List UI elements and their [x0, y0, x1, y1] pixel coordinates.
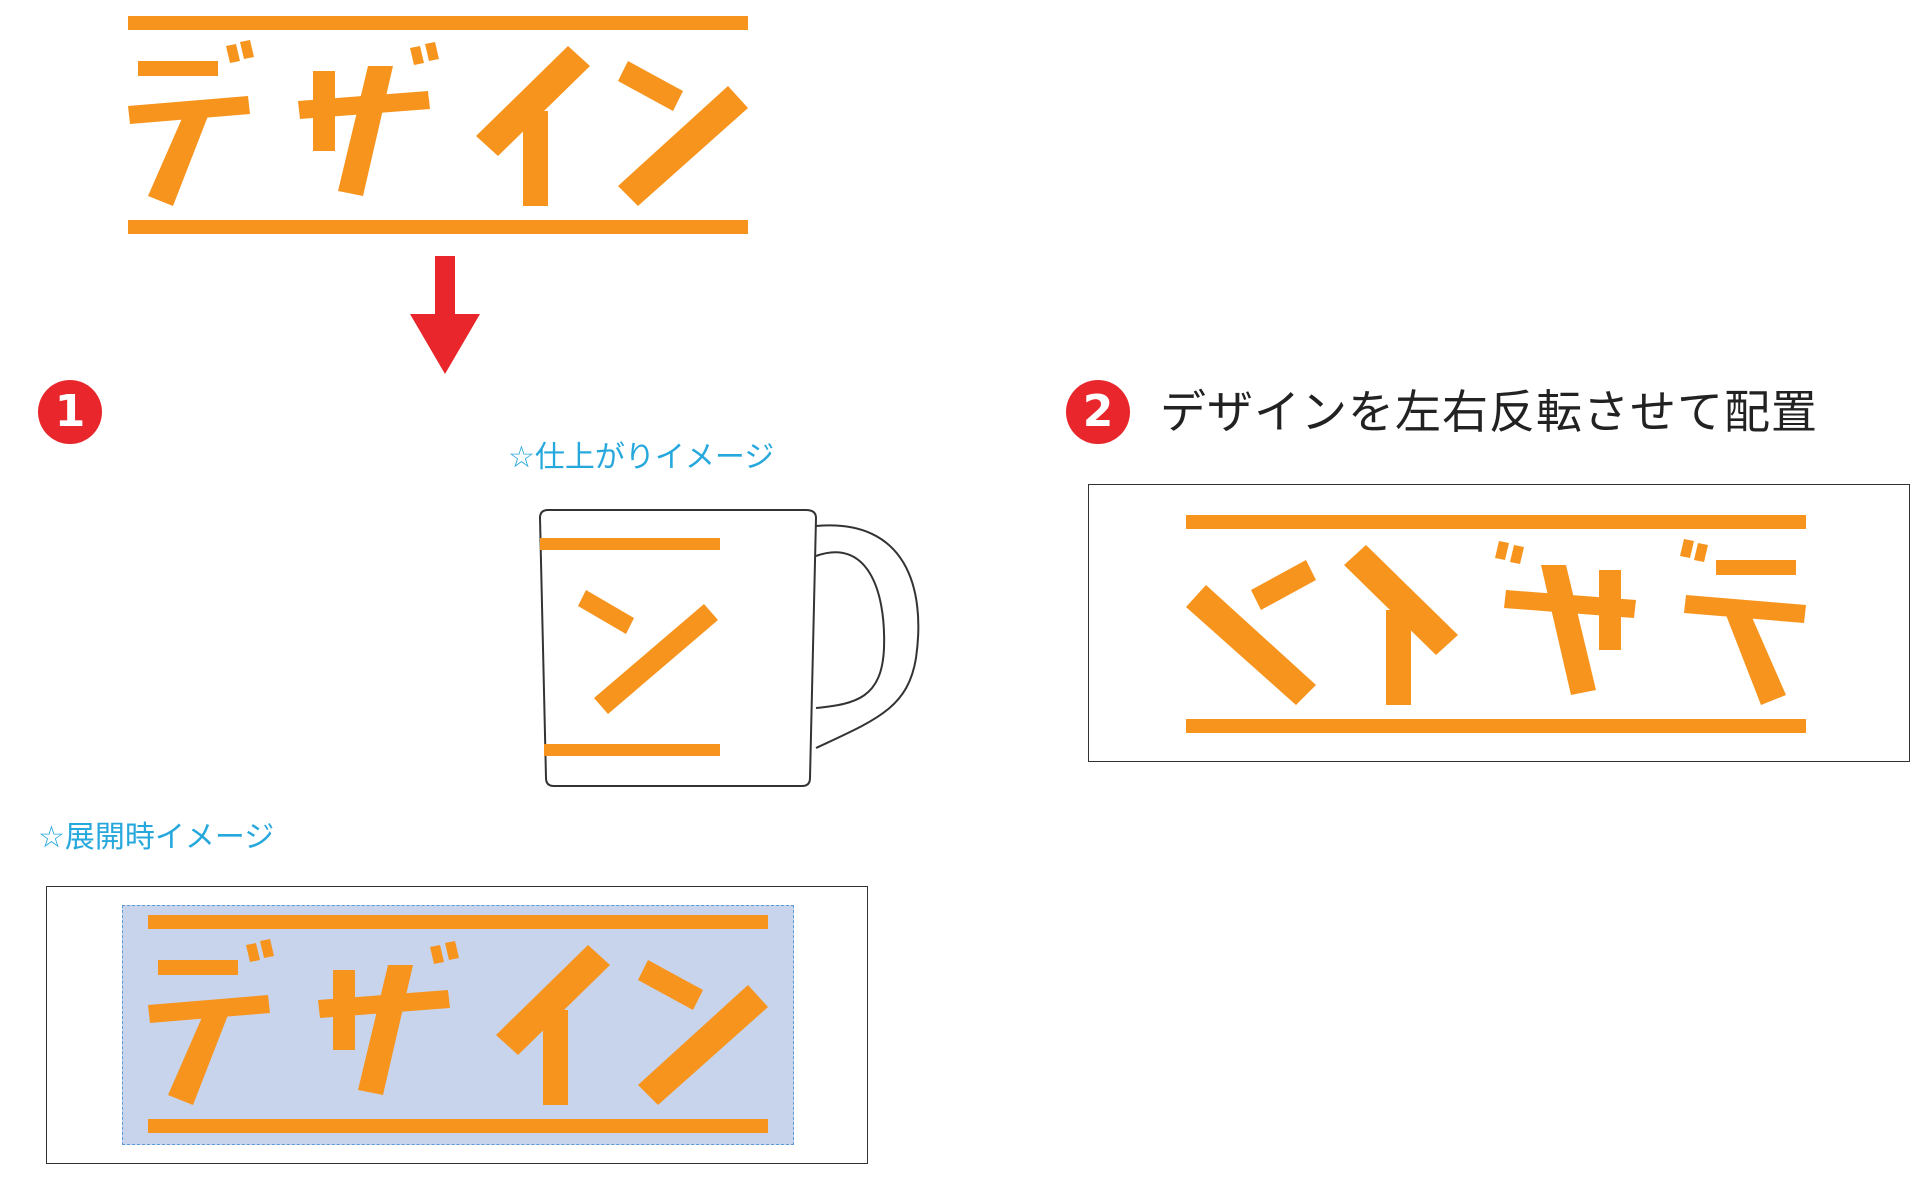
mirrored-design-logo: [1186, 515, 1806, 733]
down-arrow-icon: [410, 256, 480, 374]
step2-badge: 2: [1066, 380, 1130, 444]
source-design-logo: [128, 16, 748, 234]
step1-badge: 1: [38, 380, 102, 444]
mug-icon: [538, 509, 920, 787]
unfolded-image-caption: ☆展開時イメージ: [38, 820, 275, 855]
unfolded-design-logo: [148, 915, 768, 1133]
print-area: [122, 905, 794, 1145]
step2-title: デザインを左右反転させて配置: [1160, 385, 1818, 439]
finished-image-caption: ☆仕上がりイメージ: [508, 440, 775, 475]
